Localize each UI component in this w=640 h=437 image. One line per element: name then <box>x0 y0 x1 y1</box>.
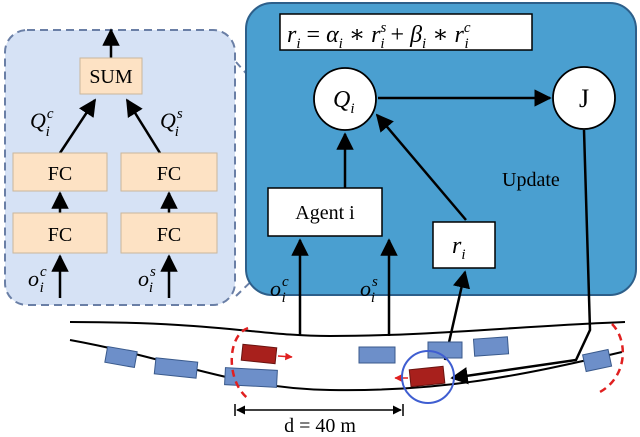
agent-vehicle-left-heading <box>277 352 293 361</box>
reward-formula-box <box>279 13 533 51</box>
fc-box-bottom-left <box>12 212 108 254</box>
fc-label-bottom-right: FC <box>157 224 181 246</box>
fc-box-top-left <box>12 152 108 192</box>
fc-label-bottom-left: FC <box>48 224 72 246</box>
qc-to-sum-arrow <box>58 98 97 154</box>
sum-node-box <box>79 57 143 95</box>
vehicle-3 <box>224 367 278 388</box>
vehicle-5 <box>427 341 463 359</box>
update-label: Update <box>502 169 560 191</box>
objective-label: J <box>579 84 589 113</box>
update-path-arrow <box>450 129 592 385</box>
fc-label-top-left: FC <box>48 163 72 185</box>
fc-box-bottom-right <box>120 212 218 254</box>
reward-label: ri <box>452 233 466 263</box>
objective-node <box>552 66 616 130</box>
q-value-label: Qi <box>333 87 355 117</box>
zoom-connector-bottom <box>235 267 266 297</box>
segment-bracket-right <box>599 323 625 394</box>
vehicle-6 <box>472 336 510 357</box>
reward-to-q-arrow <box>375 113 467 221</box>
vehicle-7 <box>582 348 613 373</box>
reward-box <box>432 221 496 269</box>
agent-label: Agent i <box>295 202 355 224</box>
road-scene: d = 40 m <box>69 321 626 437</box>
agent-box <box>267 187 383 237</box>
vehicle-4 <box>358 346 396 364</box>
fc-box-top-right <box>120 152 218 192</box>
fc-label-top-right: FC <box>157 163 181 185</box>
road-top-edge <box>69 321 626 338</box>
q-value-node <box>313 67 377 131</box>
agent-vehicle-left <box>240 343 278 365</box>
distance-label: d = 40 m <box>284 415 356 437</box>
sum-node-label: SUM <box>89 66 133 88</box>
segment-bracket-left <box>230 326 251 402</box>
vehicle-1 <box>104 345 138 369</box>
controlled-agent-highlight <box>401 350 455 404</box>
qs-to-sum-arrow <box>125 98 162 154</box>
vehicle-2 <box>153 357 199 379</box>
agent-vehicle-right <box>408 365 446 388</box>
